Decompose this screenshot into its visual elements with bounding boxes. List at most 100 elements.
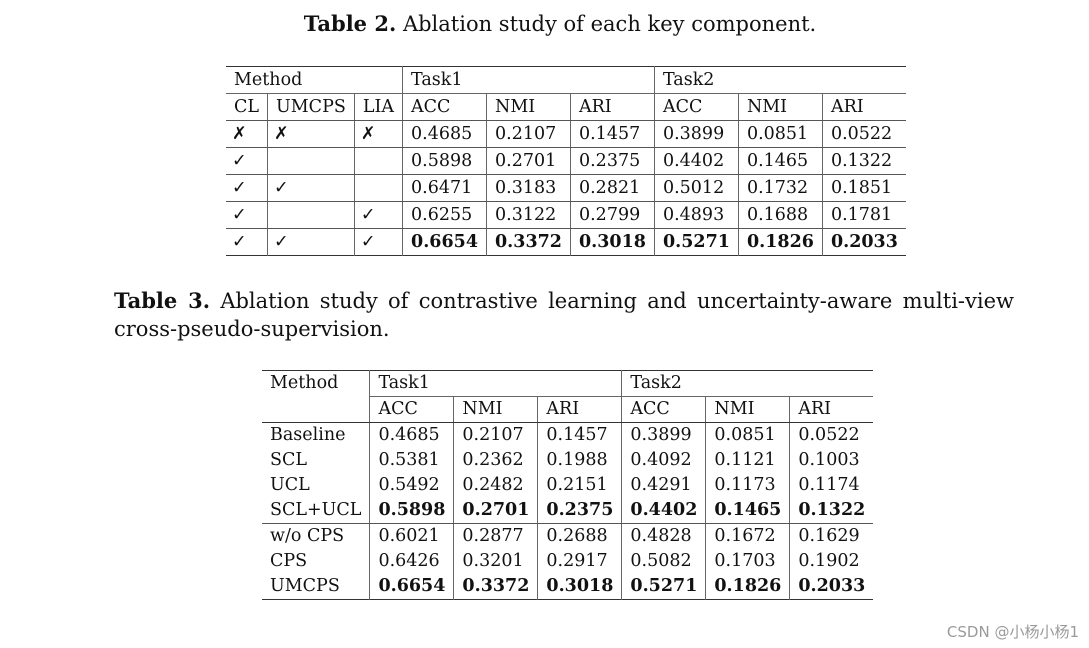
table-cell: 0.4685 bbox=[369, 422, 455, 448]
lia-mark: ✓ bbox=[354, 228, 404, 256]
table-cell: 0.2701 bbox=[453, 498, 539, 524]
table-cell: 0.6255 bbox=[402, 201, 487, 229]
table-cell: 0.1826 bbox=[705, 574, 791, 600]
table-row-best: ✓ ✓ ✓ 0.6654 0.3372 0.3018 0.5271 0.1826… bbox=[226, 228, 906, 256]
cl-mark: ✓ bbox=[226, 174, 269, 202]
table2-caption-text: Ablation study of each key component. bbox=[402, 12, 817, 36]
table-row: Baseline 0.4685 0.2107 0.1457 0.3899 0.0… bbox=[262, 422, 873, 448]
table-cell: 0.1174 bbox=[798, 475, 860, 495]
table-row: CPS 0.6426 0.3201 0.2917 0.5082 0.1703 0… bbox=[262, 549, 873, 574]
table-row: ✓ 0.5898 0.2701 0.2375 0.4402 0.1465 0.1… bbox=[226, 147, 906, 175]
table3-caption-text: Ablation study of contrastive learning a… bbox=[114, 289, 1014, 341]
table-cell: 0.1003 bbox=[798, 450, 860, 470]
table-cell: 0.2362 bbox=[453, 448, 539, 473]
table-cell: 0.3018 bbox=[537, 574, 623, 600]
umcps-mark bbox=[267, 147, 355, 175]
method-group-header: Method bbox=[226, 66, 404, 94]
table-cell: 0.3899 bbox=[621, 422, 707, 448]
table-cell: 0.3183 bbox=[486, 174, 571, 202]
table-cell: 0.0851 bbox=[738, 120, 823, 148]
table-cell: 0.3201 bbox=[453, 549, 539, 574]
table-cell: 0.5898 bbox=[402, 147, 487, 175]
lia-mark bbox=[354, 174, 404, 202]
table3-column-header-row: ACC NMI ARI ACC NMI ARI bbox=[262, 396, 874, 423]
table-cell: 0.1322 bbox=[789, 498, 874, 524]
table3: Method Task1 Task2 ACC NMI ARI ACC NMI A… bbox=[262, 370, 874, 600]
table-cell: 0.5381 bbox=[369, 448, 455, 473]
col-header: NMI bbox=[738, 93, 823, 121]
col-header: ACC bbox=[654, 93, 739, 121]
task1-header: Task1 bbox=[369, 370, 623, 397]
table-cell: 0.2821 bbox=[570, 174, 655, 202]
table-cell: 0.1672 bbox=[705, 523, 791, 549]
table-cell: 0.5271 bbox=[654, 228, 739, 256]
table2: Method Task1 Task2 CL UMCPS LIA ACC NMI … bbox=[226, 66, 906, 256]
method-name: CPS bbox=[262, 549, 371, 574]
table-cell: 0.6654 bbox=[402, 228, 487, 256]
table-cell: 0.5492 bbox=[369, 473, 455, 498]
col-header: NMI bbox=[453, 396, 539, 423]
table-cell: 0.4828 bbox=[621, 523, 707, 549]
task1-header: Task1 bbox=[402, 66, 655, 94]
table-cell: 0.2701 bbox=[486, 147, 571, 175]
table-cell: 0.4402 bbox=[654, 147, 739, 175]
umcps-mark: ✗ bbox=[267, 120, 355, 148]
lia-mark bbox=[354, 147, 404, 175]
table-cell: 0.0522 bbox=[798, 425, 860, 445]
table2-caption-label: Table 2. bbox=[303, 11, 397, 36]
cl-mark: ✗ bbox=[226, 120, 269, 148]
table-row: UCL 0.5492 0.2482 0.2151 0.4291 0.1173 0… bbox=[262, 473, 873, 498]
table-cell: 0.4291 bbox=[621, 473, 707, 498]
table-cell: 0.1988 bbox=[537, 448, 623, 473]
table-row: w/o CPS 0.6021 0.2877 0.2688 0.4828 0.16… bbox=[262, 523, 873, 549]
lia-mark: ✓ bbox=[354, 201, 404, 229]
table-cell: 0.2877 bbox=[453, 523, 539, 549]
table-cell: 0.3899 bbox=[654, 120, 739, 148]
watermark: CSDN @小杨小杨1 bbox=[946, 623, 1079, 641]
table-cell: 0.1703 bbox=[705, 549, 791, 574]
table-cell: 0.1121 bbox=[705, 448, 791, 473]
table-cell: 0.6426 bbox=[369, 549, 455, 574]
table3-caption-label: Table 3. bbox=[114, 288, 211, 313]
cl-mark: ✓ bbox=[226, 147, 269, 175]
table-cell: 0.1851 bbox=[822, 174, 906, 202]
col-header: ARI bbox=[789, 396, 874, 423]
table-cell: 0.3018 bbox=[570, 228, 655, 256]
col-header: UMCPS bbox=[267, 93, 355, 121]
table-cell: 0.2482 bbox=[453, 473, 539, 498]
col-header: NMI bbox=[705, 396, 791, 423]
col-header: CL bbox=[226, 93, 269, 121]
table-row: ✓ ✓ 0.6255 0.3122 0.2799 0.4893 0.1688 0… bbox=[226, 201, 906, 229]
cl-mark: ✓ bbox=[226, 228, 269, 256]
task2-header: Task2 bbox=[621, 370, 874, 397]
table-cell: 0.2375 bbox=[570, 147, 655, 175]
method-name: SCL bbox=[262, 448, 371, 473]
table-row: SCL 0.5381 0.2362 0.1988 0.4092 0.1121 0… bbox=[262, 448, 873, 473]
table-cell: 0.1465 bbox=[738, 147, 823, 175]
task2-header: Task2 bbox=[654, 66, 906, 94]
table-cell: 0.0522 bbox=[822, 120, 906, 148]
col-header: ARI bbox=[570, 93, 655, 121]
table-cell: 0.2033 bbox=[798, 576, 866, 596]
table-cell: 0.2107 bbox=[486, 120, 571, 148]
table-cell: 0.1781 bbox=[822, 201, 906, 229]
col-header: LIA bbox=[354, 93, 404, 121]
col-header: ACC bbox=[621, 396, 707, 423]
table-cell: 0.1826 bbox=[738, 228, 823, 256]
table3-group-header-row: Method Task1 Task2 bbox=[262, 370, 874, 397]
cl-mark: ✓ bbox=[226, 201, 269, 229]
col-header: NMI bbox=[486, 93, 571, 121]
table-cell: 0.1322 bbox=[822, 147, 906, 175]
table2-caption: Table 2. Ablation study of each key comp… bbox=[0, 10, 1089, 38]
table-cell: 0.4402 bbox=[621, 498, 707, 524]
table-cell: 0.0851 bbox=[705, 422, 791, 448]
table-cell: 0.5012 bbox=[654, 174, 739, 202]
table-row-best: SCL+UCL 0.5898 0.2701 0.2375 0.4402 0.14… bbox=[262, 498, 874, 524]
table-cell: 0.1173 bbox=[705, 473, 791, 498]
table-cell: 0.2688 bbox=[537, 523, 623, 549]
umcps-mark: ✓ bbox=[267, 174, 355, 202]
table-cell: 0.2375 bbox=[537, 498, 623, 524]
table-cell: 0.1457 bbox=[537, 422, 623, 448]
table-cell: 0.2799 bbox=[570, 201, 655, 229]
table-cell: 0.5271 bbox=[621, 574, 707, 600]
